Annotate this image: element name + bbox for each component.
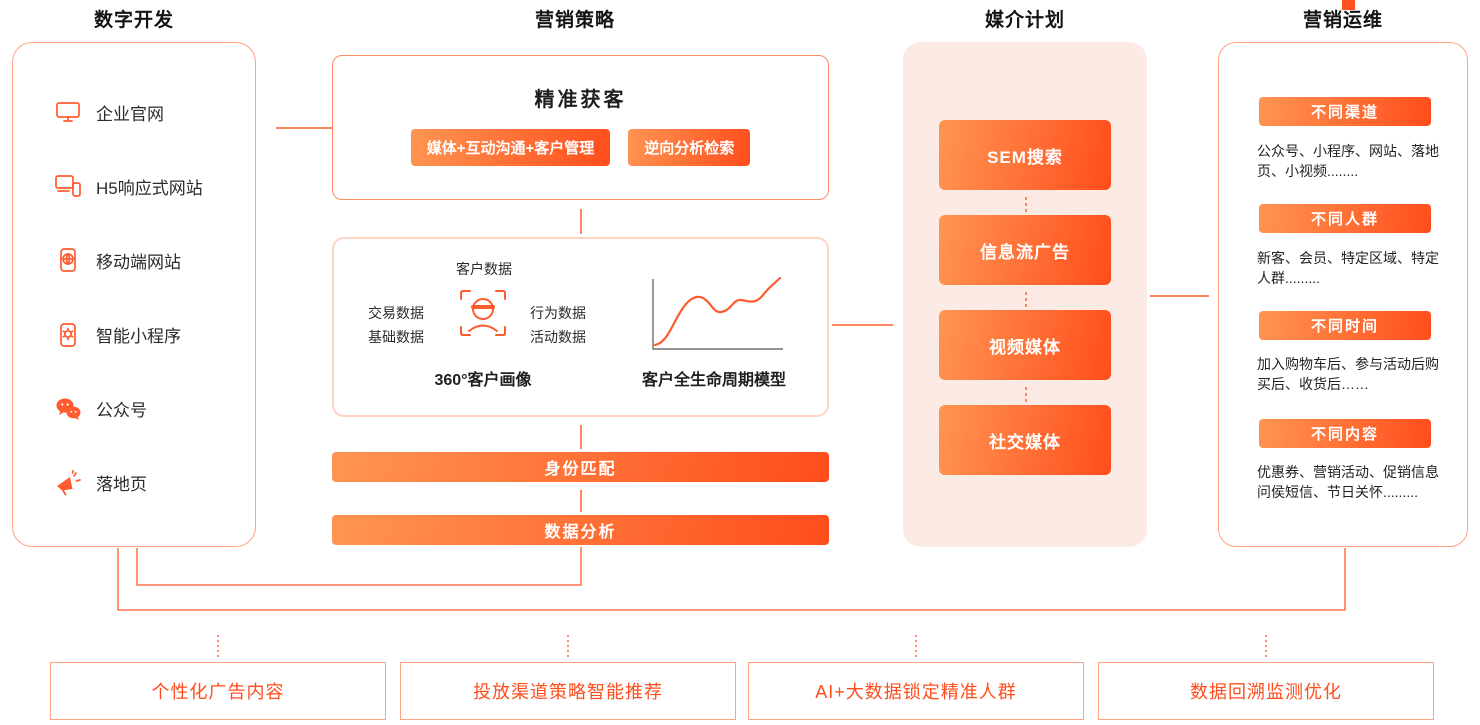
connector-digital-analysis — [136, 547, 582, 586]
column-title-media: 媒介计划 — [984, 10, 1066, 31]
acquisition-tag-media: 媒体+互动沟通+客户管理 — [410, 129, 611, 166]
column-title-strategy: 营销策略 — [534, 10, 616, 31]
landing-page-icon — [53, 468, 83, 498]
dev-item-corporate-site: 企业官网 — [53, 97, 247, 127]
dev-item-miniapp: 智能小程序 — [53, 320, 247, 350]
acquisition-tags: 媒体+互动沟通+客户管理 逆向分析检索 — [333, 129, 828, 166]
footer-box-data-traceback: 数据回溯监测优化 — [1098, 662, 1434, 720]
media-box-social: 社交媒体 — [939, 405, 1111, 475]
media-box-sem: SEM搜索 — [939, 120, 1111, 190]
dev-item-official-account: 公众号 — [53, 394, 247, 424]
media-box-video: 视频媒体 — [939, 310, 1111, 380]
connector-digital-operations — [117, 548, 1346, 611]
customer-data-box: 客户数据 交易数据 基础数据 行为数据 活动数据 360°客户画像 客户全生命周… — [332, 237, 829, 417]
acquisition-title: 精准获客 — [534, 89, 627, 111]
acquisition-box: 精准获客 媒体+互动沟通+客户管理 逆向分析检索 — [332, 55, 829, 200]
operations-panel: 不同渠道 公众号、小程序、网站、落地页、小视频........ 不同人群 新客、… — [1218, 42, 1468, 547]
ops-header-audiences: 不同人群 — [1259, 204, 1431, 233]
column-title-digital: 数字开发 — [93, 10, 175, 31]
footer-box-ai-bigdata: AI+大数据锁定精准人群 — [748, 662, 1084, 720]
dev-item-landing-page: 落地页 — [53, 468, 247, 498]
responsive-site-icon — [53, 171, 83, 201]
footer-box-personalized-ads: 个性化广告内容 — [50, 662, 386, 720]
ops-header-content: 不同内容 — [1259, 419, 1431, 448]
ops-header-channels: 不同渠道 — [1259, 97, 1431, 126]
media-panel: SEM搜索 信息流广告 视频媒体 社交媒体 — [903, 42, 1147, 547]
ops-header-timing: 不同时间 — [1259, 311, 1431, 340]
lifecycle-chart — [639, 273, 789, 361]
wechat-icon — [53, 394, 83, 424]
dev-item-label: 公众号 — [96, 401, 147, 421]
ops-desc-content: 优惠券、营销活动、促销信息问侯短信、节日关怀......... — [1257, 464, 1439, 501]
dev-item-mobile-site: 移动端网站 — [53, 245, 247, 275]
dev-item-label: 移动端网站 — [96, 252, 181, 272]
media-box-feed-ads: 信息流广告 — [939, 215, 1111, 285]
acquisition-tag-reverse: 逆向分析检索 — [628, 129, 751, 166]
mobile-web-icon — [53, 245, 83, 275]
monitor-icon — [53, 97, 83, 127]
identity-match-bar: 身份匹配 — [332, 452, 829, 482]
dev-item-label: 企业官网 — [96, 104, 164, 124]
dev-item-label: H5响应式网站 — [96, 178, 203, 198]
face-scan-icon — [457, 287, 509, 343]
customer-label-behavior: 行为数据 — [530, 305, 586, 321]
ops-desc-timing: 加入购物车后、参与活动后购买后、收货后…… — [1257, 356, 1439, 393]
lifecycle-caption: 客户全生命周期模型 — [641, 372, 786, 389]
customer-label-basic: 基础数据 — [368, 329, 424, 345]
footer-box-channel-recommendation: 投放渠道策略智能推荐 — [400, 662, 736, 720]
dev-item-h5-site: H5响应式网站 — [53, 171, 247, 201]
ops-desc-channels: 公众号、小程序、网站、落地页、小视频........ — [1257, 143, 1439, 180]
customer-label-transaction: 交易数据 — [368, 305, 424, 321]
miniapp-icon — [53, 320, 83, 350]
dev-item-label: 智能小程序 — [96, 327, 181, 347]
portrait-caption: 360°客户画像 — [434, 372, 532, 389]
corner-decoration — [1342, 0, 1355, 10]
data-analysis-bar: 数据分析 — [332, 515, 829, 545]
column-title-operations: 营销运维 — [1302, 10, 1384, 31]
ops-desc-audiences: 新客、会员、特定区域、特定人群......... — [1257, 250, 1439, 287]
customer-data-title: 客户数据 — [456, 261, 512, 277]
digital-panel: 企业官网 H5响应式网站 移动端网站 智能小程序 — [12, 42, 256, 547]
customer-label-activity: 活动数据 — [530, 329, 586, 345]
dev-item-label: 落地页 — [96, 475, 147, 495]
